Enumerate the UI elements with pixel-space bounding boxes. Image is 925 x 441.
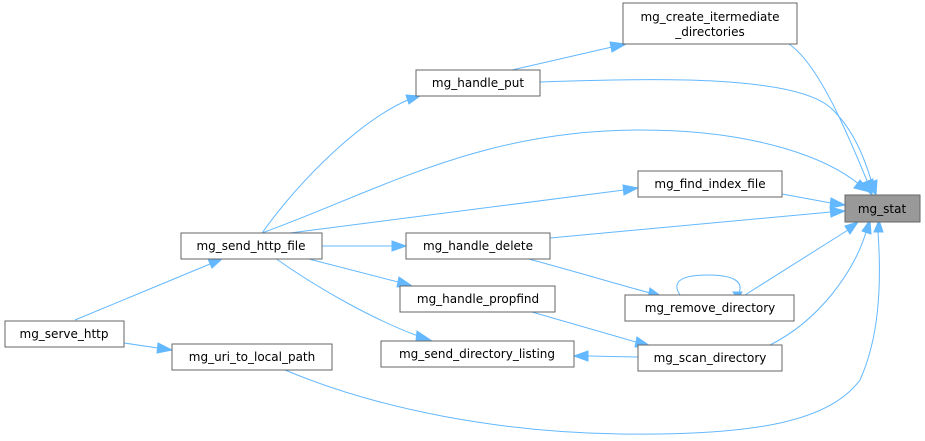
node-mg-send-http-file[interactable]: mg_send_http_file bbox=[180, 232, 323, 260]
edge-remove-dir-to-stat bbox=[744, 221, 860, 296]
svg-text:mg_create_itermediate: mg_create_itermediate bbox=[640, 10, 779, 24]
svg-text:mg_send_http_file: mg_send_http_file bbox=[196, 239, 305, 253]
edge-send-file-to-handle-delete bbox=[322, 240, 408, 252]
svg-text:_directories: _directories bbox=[674, 25, 745, 39]
edge-uri-local-to-stat bbox=[284, 218, 884, 435]
edge-scan-dir-to-dir-listing bbox=[572, 350, 639, 362]
node-mg-handle-delete[interactable]: mg_handle_delete bbox=[405, 232, 551, 260]
node-mg-remove-directory[interactable]: mg_remove_directory bbox=[624, 294, 795, 322]
node-mg-handle-put[interactable]: mg_handle_put bbox=[415, 69, 541, 97]
node-mg-serve-http[interactable]: mg_serve_http bbox=[4, 320, 125, 348]
node-mg-stat[interactable]: mg_stat bbox=[844, 194, 921, 223]
svg-text:mg_serve_http: mg_serve_http bbox=[20, 327, 109, 341]
node-mg-create-itermediate-directories[interactable]: mg_create_itermediate _directories bbox=[622, 2, 798, 45]
svg-text:mg_handle_propfind: mg_handle_propfind bbox=[417, 292, 539, 306]
edge-send-file-to-propfind bbox=[304, 257, 414, 288]
svg-text:mg_handle_put: mg_handle_put bbox=[432, 76, 524, 90]
node-mg-handle-propfind[interactable]: mg_handle_propfind bbox=[399, 285, 556, 313]
svg-text:mg_uri_to_local_path: mg_uri_to_local_path bbox=[189, 350, 315, 364]
node-mg-send-directory-listing[interactable]: mg_send_directory_listing bbox=[380, 340, 575, 368]
svg-text:mg_find_index_file: mg_find_index_file bbox=[654, 177, 765, 191]
node-mg-scan-directory[interactable]: mg_scan_directory bbox=[637, 344, 783, 372]
edge-create-dirs-to-stat bbox=[788, 43, 874, 197]
svg-text:mg_remove_directory: mg_remove_directory bbox=[645, 301, 776, 315]
edge-handle-put-to-create-dirs bbox=[511, 41, 628, 71]
svg-text:mg_stat: mg_stat bbox=[858, 202, 907, 216]
svg-text:mg_scan_directory: mg_scan_directory bbox=[654, 351, 767, 365]
edge-find-index-to-stat bbox=[781, 193, 847, 209]
edge-send-file-to-stat bbox=[261, 129, 872, 234]
edge-send-file-to-find-index bbox=[289, 184, 640, 234]
node-mg-uri-to-local-path[interactable]: mg_uri_to_local_path bbox=[171, 343, 333, 371]
edge-handle-put-to-stat bbox=[539, 79, 878, 197]
node-mg-find-index-file[interactable]: mg_find_index_file bbox=[637, 170, 783, 198]
edge-scan-dir-to-stat bbox=[769, 218, 872, 346]
edge-serve-http-to-uri-local bbox=[123, 342, 174, 354]
svg-text:mg_send_directory_listing: mg_send_directory_listing bbox=[399, 347, 555, 361]
svg-text:mg_handle_delete: mg_handle_delete bbox=[423, 239, 533, 253]
edge-handle-delete-to-stat bbox=[549, 206, 847, 239]
edge-send-file-to-handle-put bbox=[261, 94, 422, 234]
edge-serve-http-to-send-file bbox=[74, 257, 225, 321]
